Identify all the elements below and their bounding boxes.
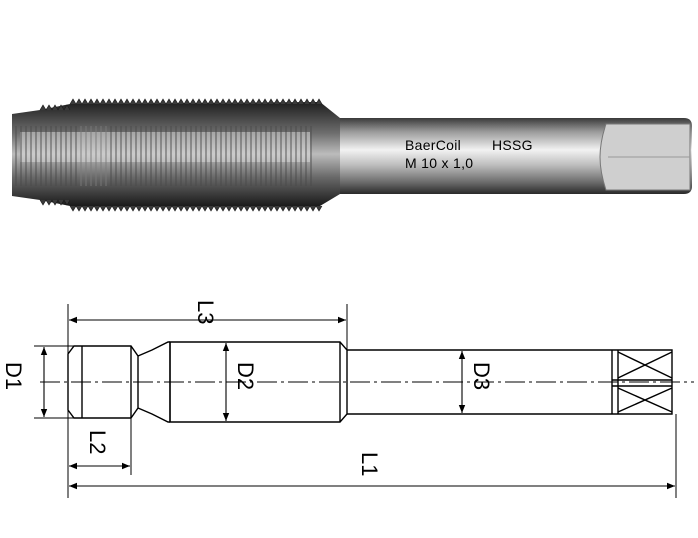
thread-tooth-row: [39, 199, 323, 212]
label-d3: D3: [469, 362, 494, 390]
label-d1: D1: [1, 362, 26, 390]
tap-marking-brand: BaerCoil: [405, 137, 461, 153]
label-d2: D2: [233, 362, 258, 390]
label-l1: L1: [357, 452, 382, 476]
tap-shank: [300, 118, 692, 194]
tap-marking-size: M 10 x 1,0: [405, 155, 473, 171]
dimension-labels: L3 L1 L2 D1 D2 D3: [1, 300, 494, 476]
label-l2: L2: [85, 430, 110, 454]
tap-marking-material: HSSG: [492, 137, 533, 153]
drawing-neck: [137, 341, 170, 423]
thread-teeth: [39, 98, 323, 212]
flute-highlight: [20, 132, 310, 162]
label-l3: L3: [193, 300, 218, 324]
thread-lines: [15, 126, 312, 186]
tap-technical-drawing: [34, 304, 694, 498]
thread-tooth-row: [39, 98, 323, 111]
drawing-square-cross: [617, 351, 673, 413]
tap-photo: BaerCoil HSSG M 10 x 1,0: [12, 98, 692, 212]
